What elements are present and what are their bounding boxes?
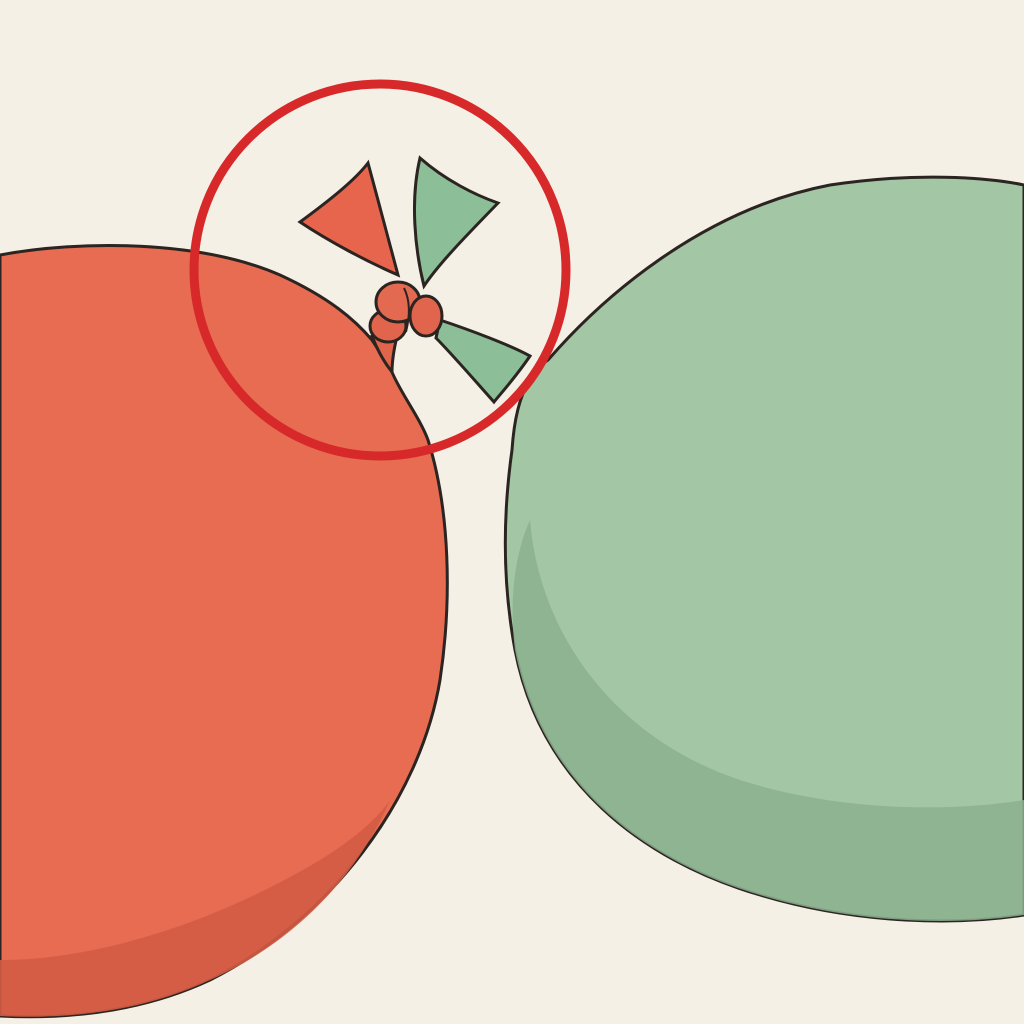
red-balloon-flap: [297, 159, 401, 278]
knot-crease: [403, 287, 410, 333]
highlight-circle: [189, 79, 571, 461]
knot-right-lobe: [408, 294, 444, 338]
red-balloon: [0, 159, 449, 1019]
green-balloon: [413, 155, 1024, 923]
green-balloon-neck: [434, 318, 533, 405]
red-balloon-shade: [0, 800, 390, 1017]
tied-knot: [368, 280, 444, 344]
green-balloon-shade: [512, 520, 1024, 921]
green-balloon-flap: [413, 155, 501, 290]
